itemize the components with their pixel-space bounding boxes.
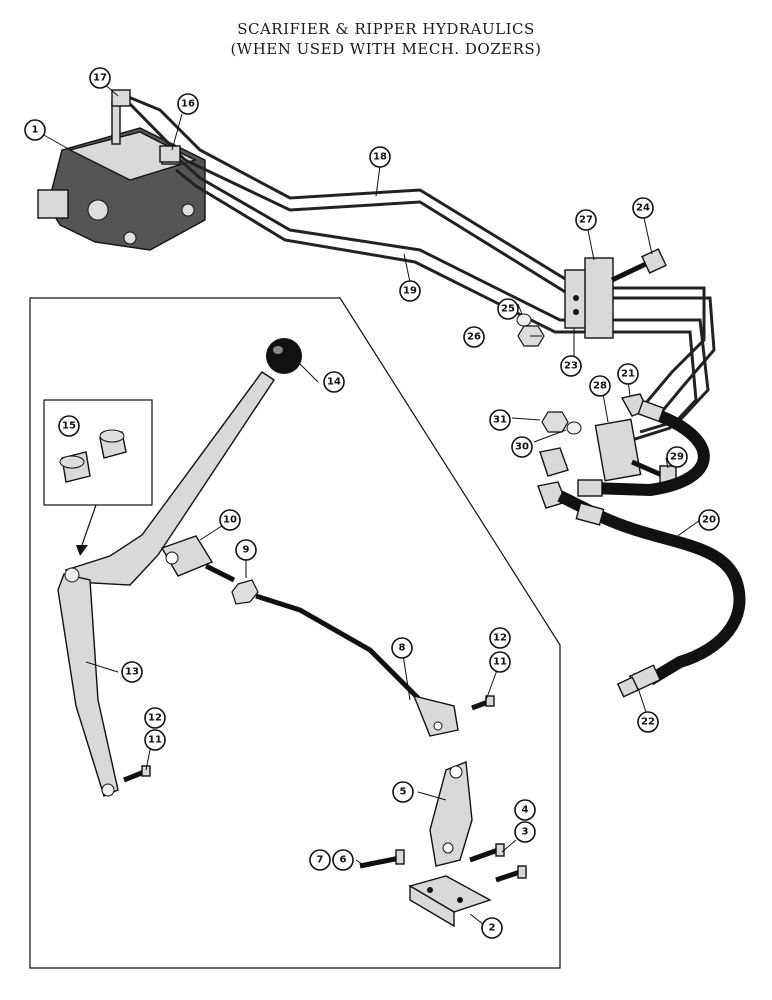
svg-text:5: 5 [400, 787, 407, 798]
svg-text:9: 9 [243, 545, 250, 556]
lever-knob [266, 338, 302, 374]
bolt-6-7 [359, 849, 405, 869]
callout-9: 9 [235, 539, 257, 561]
callout-11-upper: 11 [489, 651, 511, 673]
diagram-title: SCARIFIER & RIPPER HYDRAULICS [237, 20, 535, 38]
svg-text:14: 14 [327, 377, 341, 388]
svg-text:22: 22 [641, 717, 655, 728]
svg-text:27: 27 [579, 215, 593, 226]
tube-clamp [564, 257, 614, 339]
svg-text:2: 2 [489, 923, 496, 934]
clevis-10 [160, 535, 236, 583]
bellcrank-5 [429, 761, 473, 867]
callout-11-lower: 11 [144, 729, 166, 751]
callout-24: 24 [632, 197, 654, 219]
hose-end-22 [616, 664, 662, 698]
callout-26: 26 [463, 326, 485, 348]
callout-8: 8 [391, 637, 413, 659]
bolt-3-4 [469, 843, 527, 883]
hydraulic-tubes [125, 94, 716, 442]
callout-12-upper: 12 [489, 627, 511, 649]
callout-10: 10 [219, 509, 241, 531]
svg-text:18: 18 [373, 152, 387, 163]
callout-15: 15 [58, 415, 80, 437]
callout-28: 28 [589, 375, 611, 397]
svg-text:23: 23 [564, 361, 578, 372]
svg-text:8: 8 [399, 643, 406, 654]
callout-6: 6 [332, 849, 354, 871]
washer-25 [516, 313, 532, 327]
svg-text:30: 30 [515, 442, 529, 453]
svg-text:12: 12 [148, 713, 162, 724]
diagram-subtitle: (WHEN USED WITH MECH. DOZERS) [230, 40, 542, 58]
svg-text:21: 21 [621, 369, 635, 380]
callout-12-lower: 12 [144, 707, 166, 729]
callout-1: 1 [24, 119, 46, 141]
svg-text:1: 1 [32, 125, 39, 136]
bushings-15 [59, 429, 127, 483]
control-valve [37, 90, 206, 251]
svg-text:17: 17 [93, 73, 107, 84]
callout-18: 18 [369, 146, 391, 168]
callout-22: 22 [637, 711, 659, 733]
svg-text:6: 6 [340, 855, 347, 866]
callout-31: 31 [489, 409, 511, 431]
elbow-fitting-16 [159, 145, 181, 163]
svg-text:10: 10 [223, 515, 237, 526]
svg-text:26: 26 [467, 332, 481, 343]
svg-text:11: 11 [493, 657, 507, 668]
callout-23: 23 [560, 355, 582, 377]
callout-3: 3 [514, 821, 536, 843]
callout-7: 7 [309, 849, 331, 871]
pin-11-12-lower [123, 765, 151, 783]
svg-text:29: 29 [670, 452, 684, 463]
svg-text:11: 11 [148, 735, 162, 746]
svg-text:24: 24 [636, 203, 650, 214]
svg-text:16: 16 [181, 99, 195, 110]
callout-13: 13 [121, 661, 143, 683]
svg-text:7: 7 [317, 855, 324, 866]
svg-text:20: 20 [702, 515, 716, 526]
mounting-plate-2 [408, 875, 492, 928]
svg-text:3: 3 [522, 827, 529, 838]
callout-29: 29 [666, 446, 688, 468]
nut-9 [231, 579, 259, 605]
callout-16: 16 [177, 93, 199, 115]
callout-14: 14 [323, 371, 345, 393]
callout-19: 19 [399, 280, 421, 302]
callout-17: 17 [89, 67, 111, 89]
control-rod-8 [255, 593, 459, 737]
callout-4: 4 [514, 799, 536, 821]
bushing-detail-box [43, 399, 153, 506]
callout-20: 20 [698, 509, 720, 531]
callout-21: 21 [617, 363, 639, 385]
linkage-inset-border [29, 297, 561, 969]
callout-27: 27 [575, 209, 597, 231]
svg-text:31: 31 [493, 415, 507, 426]
svg-text:15: 15 [62, 421, 76, 432]
detail-pointer-arrow [81, 504, 97, 546]
svg-text:4: 4 [522, 805, 529, 816]
svg-text:28: 28 [593, 381, 607, 392]
hose-bracket [594, 418, 642, 482]
callout-2: 2 [481, 917, 503, 939]
callout-30: 30 [511, 436, 533, 458]
callout-25: 25 [497, 298, 519, 320]
nut-31 [541, 411, 569, 433]
svg-text:13: 13 [125, 667, 139, 678]
callout-5: 5 [392, 781, 414, 803]
svg-text:12: 12 [493, 633, 507, 644]
control-lever [57, 371, 275, 797]
pin-11-12-upper [471, 695, 495, 711]
hydraulic-hoses [557, 399, 746, 686]
svg-text:25: 25 [501, 304, 515, 315]
washer-30 [566, 421, 582, 435]
svg-text:19: 19 [403, 286, 417, 297]
bolt-24 [610, 248, 667, 283]
